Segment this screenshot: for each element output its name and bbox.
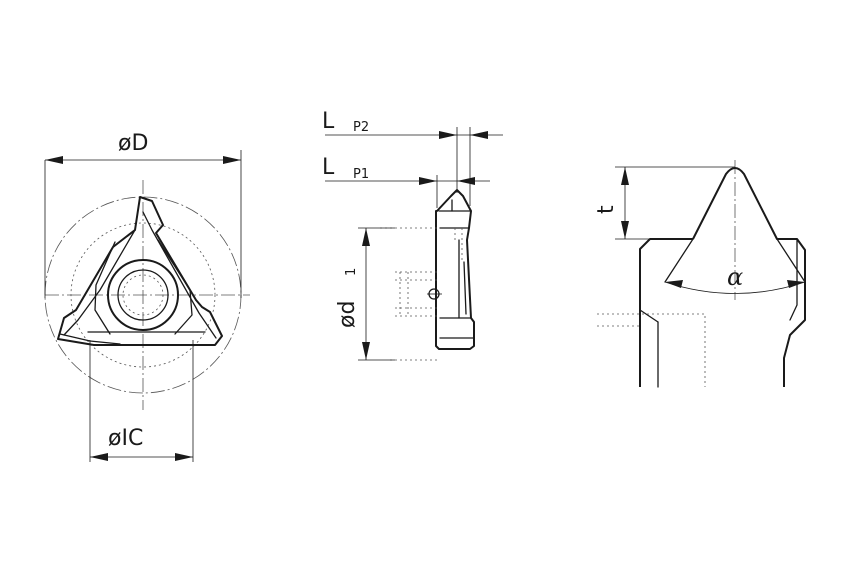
holder-outline-left (639, 238, 693, 387)
holder-chamfer (639, 309, 659, 323)
phi-d1-subscript: 1 (344, 268, 359, 276)
arrow-icon (90, 453, 108, 461)
arrow-icon (223, 156, 241, 164)
phi-d1-label: ød (335, 301, 360, 328)
insert-side-view: ød 1 L P2 L P1 (322, 109, 503, 361)
arrow-icon (419, 177, 437, 185)
cutting-edge-right (142, 211, 217, 339)
inscribed-circle (70, 222, 216, 368)
profile-inner-right (789, 238, 798, 321)
arrow-icon (621, 167, 629, 185)
flank-right-extension (776, 238, 806, 283)
side-outline (435, 189, 475, 350)
arrow-icon (362, 342, 370, 360)
cutting-edge-left (63, 229, 136, 336)
lp1-label: L (322, 155, 335, 180)
arrow-icon (45, 156, 63, 164)
profile-outline (692, 167, 806, 387)
hidden-lines (380, 227, 440, 361)
arrow-icon (175, 453, 193, 461)
lp2-label: L (322, 109, 335, 134)
lp2-subscript: P2 (353, 120, 369, 135)
arrow-icon (665, 280, 683, 288)
insert-top-view: øD øIC (44, 131, 250, 462)
profile-view: α t (594, 160, 806, 388)
phi-d-label: øD (118, 131, 148, 156)
arrow-icon (457, 177, 475, 185)
t-label: t (594, 205, 619, 214)
hidden-lines-inner (454, 228, 463, 262)
insert-outline (57, 196, 223, 346)
arrow-icon (787, 280, 805, 288)
arrow-icon (470, 131, 488, 139)
profile-hidden-lines (597, 313, 706, 387)
clamp-hole-outer (107, 259, 179, 331)
chip-breaker-left (94, 241, 116, 335)
phi-ic-label: øIC (108, 426, 143, 451)
arrow-icon (362, 228, 370, 246)
arrow-icon (439, 131, 457, 139)
alpha-label: α (727, 263, 743, 291)
lp1-subscript: P1 (353, 167, 369, 182)
chip-breaker-right (157, 239, 193, 335)
clamp-hole-dotted (122, 274, 164, 316)
arrow-icon (621, 221, 629, 239)
flank-left-extension (664, 238, 694, 283)
clamp-hole-inner (117, 269, 169, 321)
inner-line-right (463, 261, 467, 315)
